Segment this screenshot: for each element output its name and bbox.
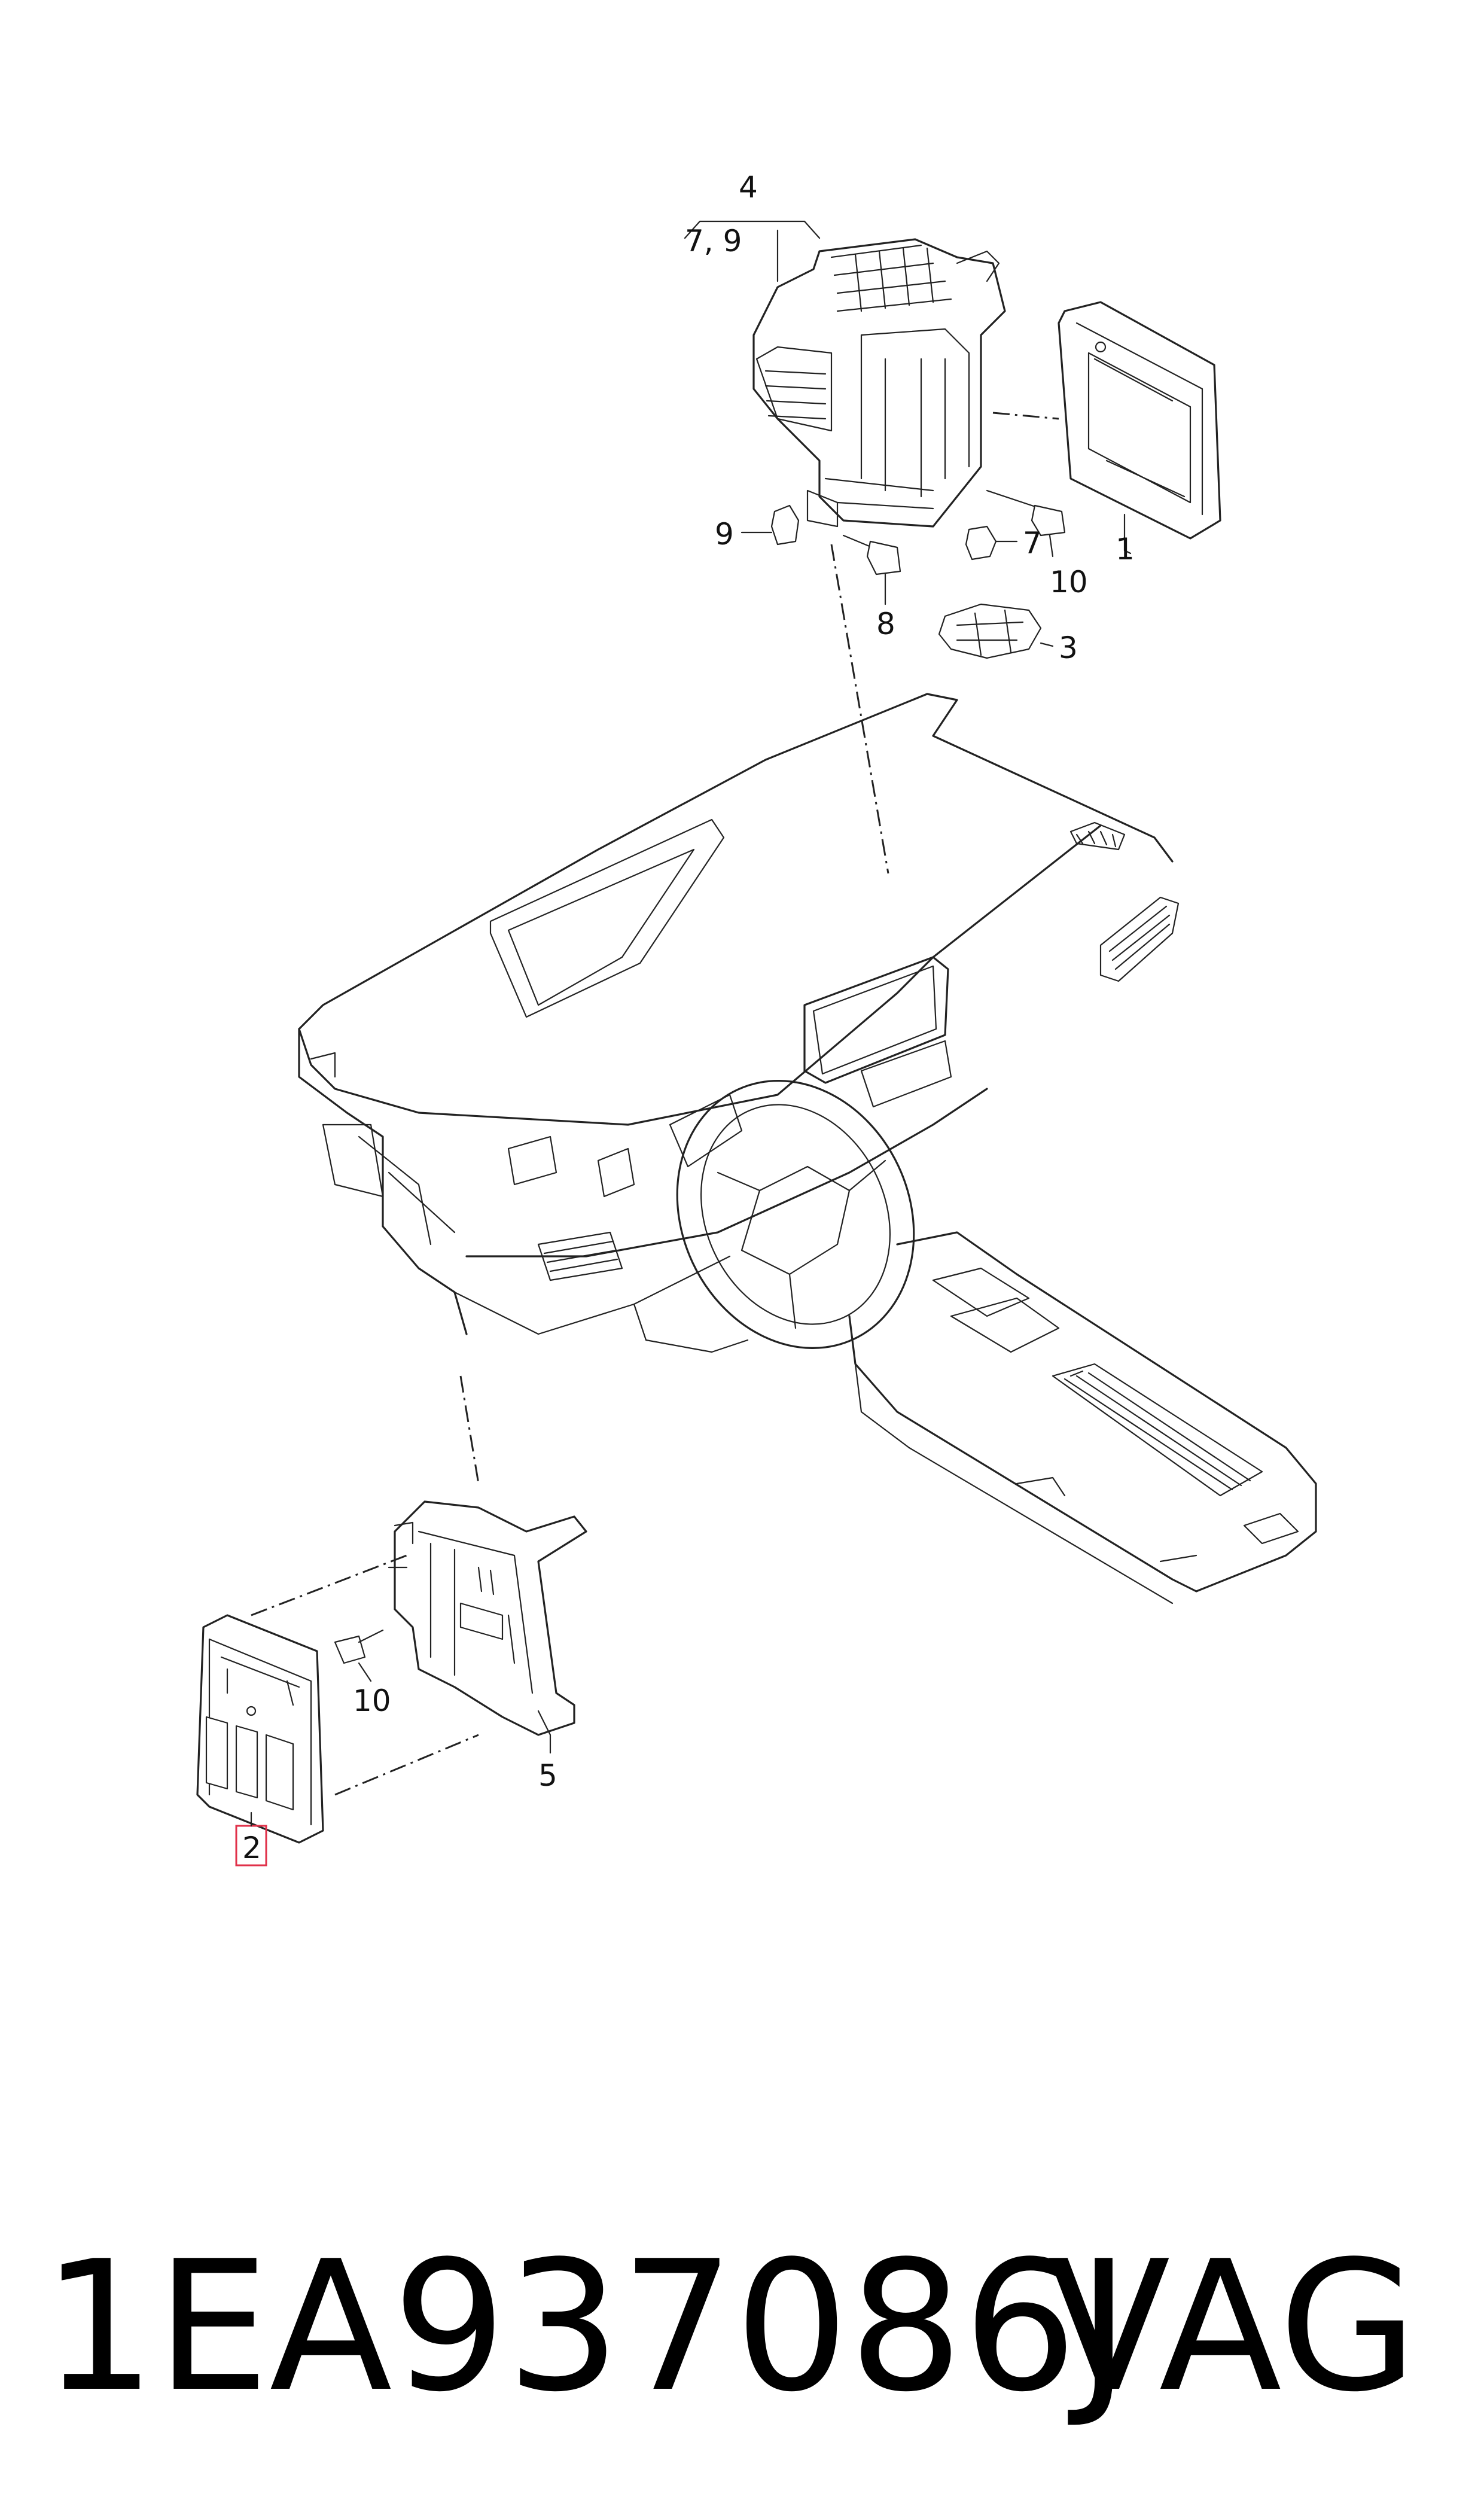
sensor-3 <box>938 603 1054 659</box>
control-module-plate-1 <box>992 301 1221 555</box>
brand-name: VAG <box>1047 2222 1418 2431</box>
callout-10-top: 10 <box>1050 565 1088 599</box>
leader-line-top <box>830 544 889 874</box>
bracket-assembly-4 <box>752 238 1006 528</box>
callout-7-9: 7, 9 <box>685 224 742 258</box>
callout-4: 4 <box>739 170 758 205</box>
bolt-10-top <box>986 489 1066 558</box>
callout-8: 8 <box>876 607 895 641</box>
callout-1: 1 <box>1116 532 1135 567</box>
mounting-bracket-5 <box>388 1500 587 1754</box>
clip-7 <box>965 525 1018 561</box>
dashboard-illustration <box>298 693 1317 1604</box>
callout-2: 2 <box>242 1831 261 1865</box>
callout-5: 5 <box>538 1758 557 1793</box>
bolt-8 <box>842 534 901 605</box>
footer-part-number-line: 1EA937086J VAG <box>42 2213 1453 2441</box>
clip-9 <box>741 504 800 546</box>
control-unit-2 <box>196 1554 479 1844</box>
callout-labels: 4 7, 9 9 7 10 1 8 3 10 5 2 <box>235 170 1135 1867</box>
leader-line-bottom <box>459 1375 480 1484</box>
callout-9: 9 <box>715 517 734 552</box>
callout-4-bracket <box>684 220 821 282</box>
callout-7: 7 <box>1023 526 1042 561</box>
callout-10-bottom: 10 <box>353 1683 391 1718</box>
part-number: 1EA937086J <box>42 2222 1130 2431</box>
callout-3: 3 <box>1059 631 1078 665</box>
bolt-10-bottom <box>334 1629 384 1682</box>
